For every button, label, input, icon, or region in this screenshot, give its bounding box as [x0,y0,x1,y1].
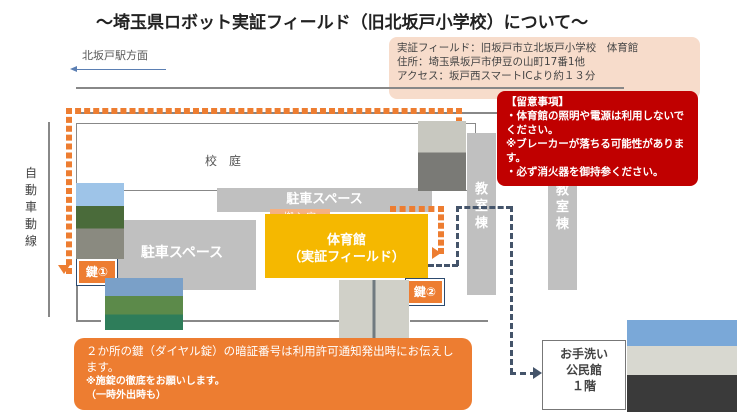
info-access: アクセス：坂戸西スマートICより約１３分 [397,70,596,82]
road-line-top [76,87,624,89]
route-arrow-down-icon [58,265,70,274]
photo-gym-door [339,280,409,338]
page-title: ～埼玉県ロボット実証フィールド（旧北坂戸小学校）について～ [96,13,589,33]
gym-label: 体育館 [326,233,366,248]
left-arrow-icon [70,66,166,72]
schoolyard-label: 校 庭 [205,154,242,168]
gymnasium: 体育館 （実証フィールド） [265,214,428,278]
info-field: 実証フィールド：旧坂戸市立北坂戸小学校 体育館 [397,42,639,54]
site-boundary-bottom-left [76,320,101,322]
lock-reminder-note: （一時外出時も） [86,390,166,401]
classroom-building-1: 教室棟 [467,133,496,295]
toilet-route-arrow-icon [533,367,542,379]
notice-title: 【留意事項】 [506,96,569,108]
notice-box: 【留意事項】 ・体育館の照明や電源は利用しないでください。 ※ブレーカーが落ちる… [497,91,698,186]
gym-sublabel: （実証フィールド） [288,250,405,265]
station-direction-label: 北坂戸駅方面 [82,49,148,62]
toilet-route-dashed-4 [510,206,513,374]
key-code-message: ２か所の鍵（ダイヤル錠）の暗証番号は利用許可通知発出時にお伝えします。 [86,344,454,374]
key-2-badge: 鍵② [405,278,445,306]
photo-passage [418,121,466,191]
floor-label: １階 [571,379,596,393]
community-hall-label: 公民館 [565,363,602,377]
lock-reminder: ※施錠の徹底をお願いします。 [86,376,225,387]
notice-extinguisher: ・必ず消火器を御持参ください。 [506,166,664,178]
toilet-label: お手洗い [559,347,608,361]
access-info-box: 実証フィールド：旧坂戸市立北坂戸小学校 体育館 住所：埼玉県坂戸市伊豆の山町17… [389,37,700,99]
route-arrow-right-icon [432,247,441,259]
vehicle-route-label: 自動車動線 [24,166,37,248]
notice-breaker: ※ブレーカーが落ちる可能性があります。 [506,138,685,164]
route-dashed-top [66,108,462,114]
key-code-message-box: ２か所の鍵（ダイヤル錠）の暗証番号は利用許可通知発出時にお伝えします。 ※施錠の… [74,338,472,410]
classroom-building-1-label: 教室棟 [474,182,488,231]
info-address: 住所：埼玉県坂戸市伊豆の山町17番1他 [397,56,586,68]
route-dashed-vertical [66,108,72,274]
route-dashed-entrance-v [438,206,444,254]
parking-space-top: 駐車スペース [217,188,432,212]
toilet-route-dashed-3 [456,206,512,209]
photo-fence [105,278,183,330]
route-dashed-entrance-h [390,206,444,212]
toilet-location-box: お手洗い 公民館 １階 [542,340,626,410]
schoolyard [76,123,476,191]
site-boundary-bottom-mid [183,320,339,322]
toilet-route-dashed-1 [428,264,458,267]
photo-gate-1 [76,183,124,259]
classroom-building-2-label: 教室棟 [555,183,569,232]
vertical-road-line [48,122,50,317]
notice-lighting: ・体育館の照明や電源は利用しないでください。 [506,110,685,136]
toilet-route-dashed-5 [510,372,536,375]
site-boundary-bottom-right [410,320,488,322]
toilet-route-dashed-2 [456,206,459,266]
photo-community-hall [627,320,737,412]
